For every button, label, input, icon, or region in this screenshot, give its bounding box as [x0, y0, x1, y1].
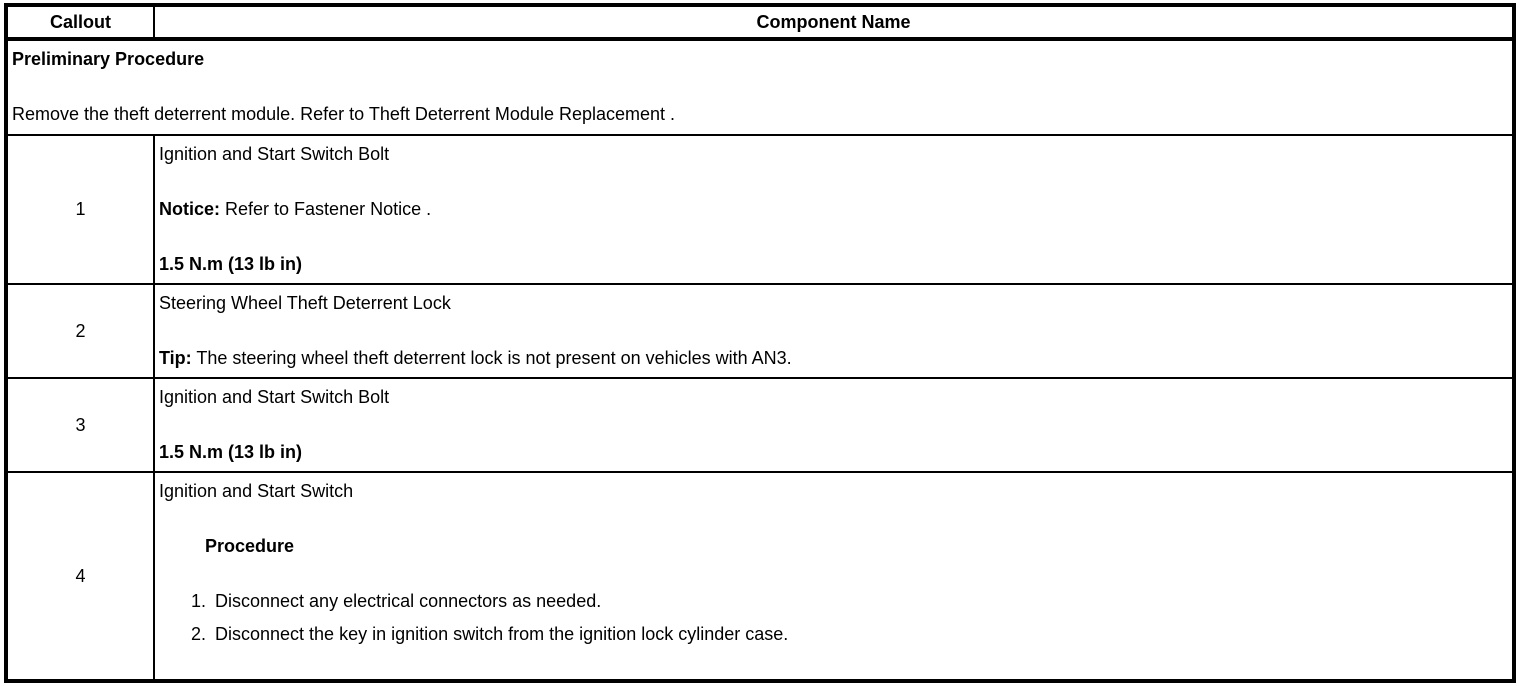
component-cell: Steering Wheel Theft Deterrent Lock Tip:… — [153, 283, 1515, 379]
notice-line: Notice: Refer to Fastener Notice . — [159, 199, 1508, 220]
preliminary-procedure-cell: Preliminary Procedure Remove the theft d… — [5, 38, 1515, 136]
callout-number: 2 — [5, 283, 155, 379]
tip-label: Tip: — [159, 348, 192, 368]
table-row-callout-3: 3 Ignition and Start Switch Bolt 1.5 N.m… — [5, 377, 1515, 473]
component-name: Ignition and Start Switch Bolt — [159, 387, 390, 407]
table-header-row: Callout Component Name — [5, 4, 1515, 41]
torque-spec: 1.5 N.m (13 lb in) — [159, 442, 303, 462]
table-row-callout-1: 1 Ignition and Start Switch Bolt Notice:… — [5, 134, 1515, 285]
table-row-callout-4: 4 Ignition and Start Switch Procedure Di… — [5, 471, 1515, 682]
component-name: Steering Wheel Theft Deterrent Lock — [159, 293, 451, 313]
procedure-step: Disconnect the key in ignition switch fr… — [211, 624, 1508, 645]
component-cell: Ignition and Start Switch Procedure Disc… — [153, 471, 1515, 682]
component-name-column-header: Component Name — [153, 4, 1515, 41]
notice-label: Notice: — [159, 199, 221, 219]
notice-text: Refer to Fastener Notice . — [220, 199, 432, 219]
component-cell: Ignition and Start Switch Bolt Notice: R… — [153, 134, 1515, 285]
callout-number: 4 — [5, 471, 155, 682]
preliminary-procedure-title: Preliminary Procedure — [12, 49, 205, 69]
procedure-step: Disconnect any electrical connectors as … — [211, 591, 1508, 612]
tip-text: The steering wheel theft deterrent lock … — [191, 348, 792, 368]
table-row-callout-2: 2 Steering Wheel Theft Deterrent Lock Ti… — [5, 283, 1515, 379]
callout-number: 1 — [5, 134, 155, 285]
component-callout-table: Callout Component Name Preliminary Proce… — [4, 3, 1516, 683]
callout-number: 3 — [5, 377, 155, 473]
callout-column-header: Callout — [5, 4, 155, 41]
preliminary-procedure-instruction: Remove the theft deterrent module. Refer… — [12, 104, 676, 124]
component-cell: Ignition and Start Switch Bolt 1.5 N.m (… — [153, 377, 1515, 473]
component-name: Ignition and Start Switch — [159, 481, 354, 501]
preliminary-procedure-row: Preliminary Procedure Remove the theft d… — [5, 38, 1515, 136]
procedure-heading: Procedure — [205, 536, 295, 556]
torque-spec: 1.5 N.m (13 lb in) — [159, 254, 303, 274]
tip-line: Tip: The steering wheel theft deterrent … — [159, 348, 1508, 369]
component-name: Ignition and Start Switch Bolt — [159, 144, 390, 164]
procedure-step-list: Disconnect any electrical connectors as … — [159, 591, 1508, 645]
